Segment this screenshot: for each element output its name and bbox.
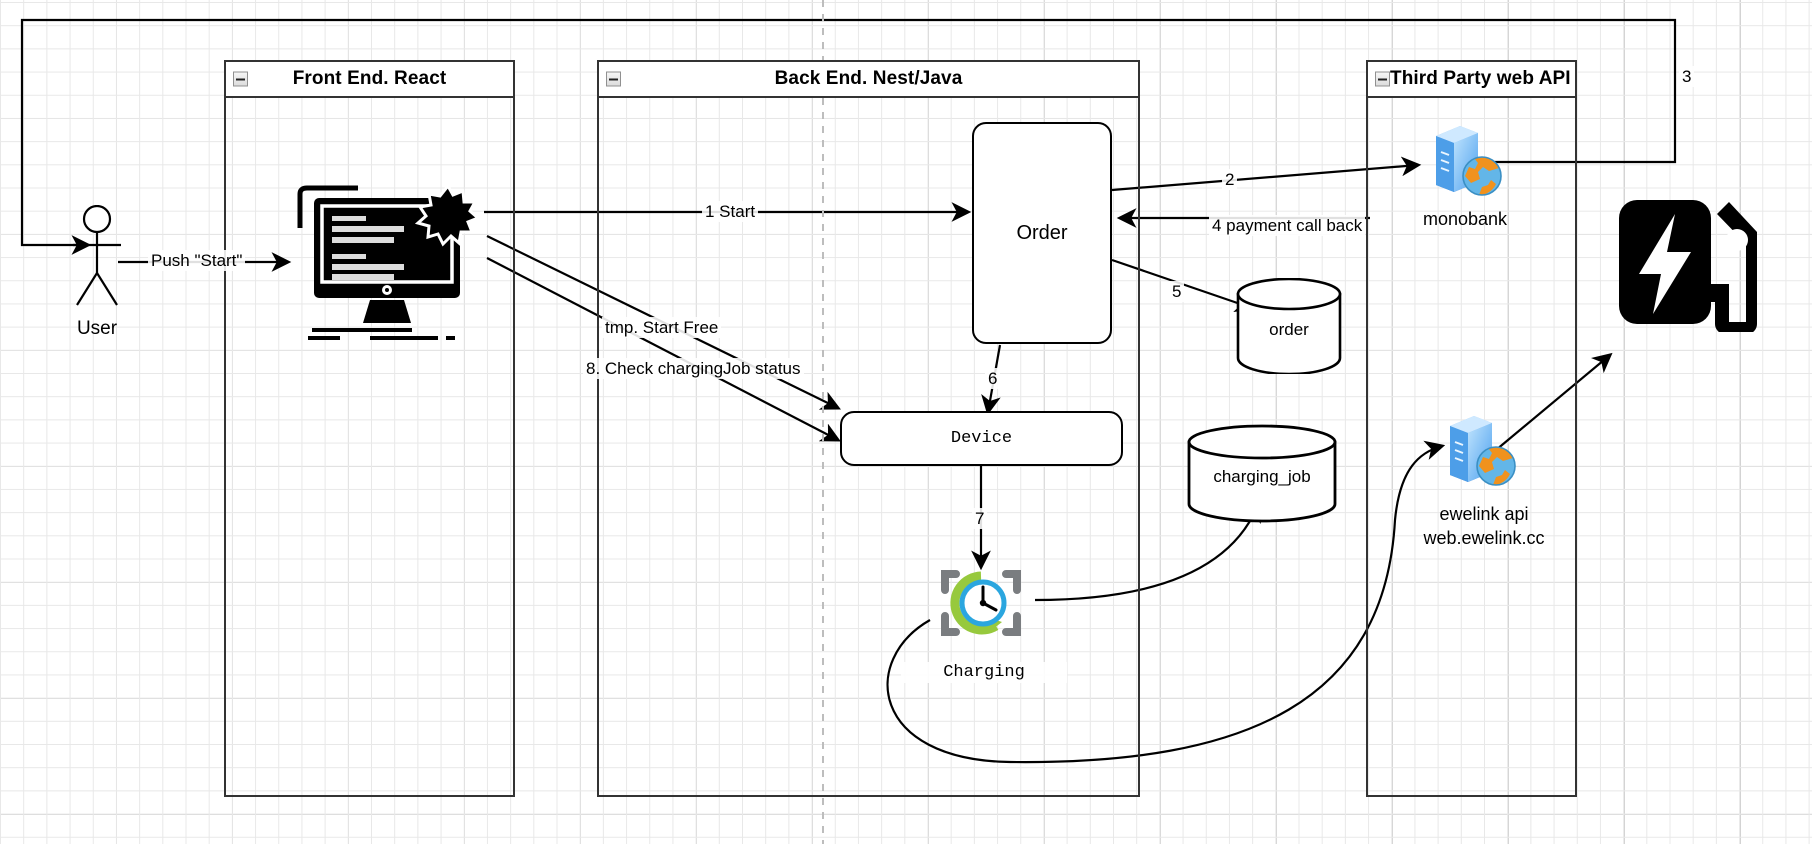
- edge-6-label: 6: [985, 368, 1001, 390]
- edge-7-label: 7: [972, 508, 988, 530]
- edge-8-label: 8. Check chargingJob status: [583, 358, 804, 380]
- edge-4-label: 4 payment call back: [1209, 215, 1366, 237]
- collapse-icon[interactable]: [606, 71, 621, 87]
- collapse-icon[interactable]: [1375, 71, 1390, 87]
- pool-thirdparty-header[interactable]: Third Party web API: [1366, 60, 1577, 98]
- edge-push-start-label: Push "Start": [148, 250, 246, 272]
- web-server-icon-ewelink[interactable]: [1440, 412, 1518, 490]
- node-order[interactable]: Order: [972, 122, 1112, 344]
- node-ewelink-label-line1: ewelink api: [1439, 504, 1529, 524]
- edge-tmp-label: tmp. Start Free: [602, 317, 722, 339]
- pool-backend-label: Back End. Nest/Java: [774, 68, 963, 89]
- edge-1-label: 1 Start: [702, 201, 759, 223]
- node-ewelink-label-line2: web.ewelink.cc: [1423, 528, 1545, 548]
- pool-backend-header[interactable]: Back End. Nest/Java: [597, 60, 1140, 98]
- actor-user[interactable]: [72, 205, 142, 315]
- edge-3-label: 3: [1679, 66, 1695, 88]
- scheduled-job-icon[interactable]: [940, 568, 1022, 640]
- web-server-icon-monobank[interactable]: [1426, 122, 1504, 200]
- edge-5-label: 5: [1169, 281, 1185, 303]
- node-order-label: Order: [1016, 221, 1068, 244]
- db-order-label: order: [1269, 320, 1309, 339]
- pool-frontend-header[interactable]: Front End. React: [224, 60, 515, 98]
- node-monobank-label: monobank: [1422, 209, 1508, 229]
- monitor-gear-icon[interactable]: [290, 178, 480, 343]
- db-charging-job-label: charging_job: [1213, 467, 1311, 486]
- ev-charger-icon[interactable]: [1617, 192, 1762, 332]
- actor-user-label: User: [76, 318, 118, 339]
- edge-2-label: 2: [1222, 169, 1238, 191]
- node-device[interactable]: Device: [840, 411, 1123, 466]
- db-charging-job[interactable]: charging_job: [1186, 424, 1338, 529]
- pool-frontend[interactable]: [224, 60, 515, 797]
- node-charging-label: Charging: [901, 662, 1067, 684]
- node-device-label: Device: [950, 429, 1013, 448]
- pool-thirdparty-label: Third Party web API: [1390, 68, 1571, 89]
- db-order[interactable]: order: [1235, 277, 1343, 379]
- collapse-icon[interactable]: [233, 71, 248, 87]
- pool-frontend-label: Front End. React: [292, 68, 447, 89]
